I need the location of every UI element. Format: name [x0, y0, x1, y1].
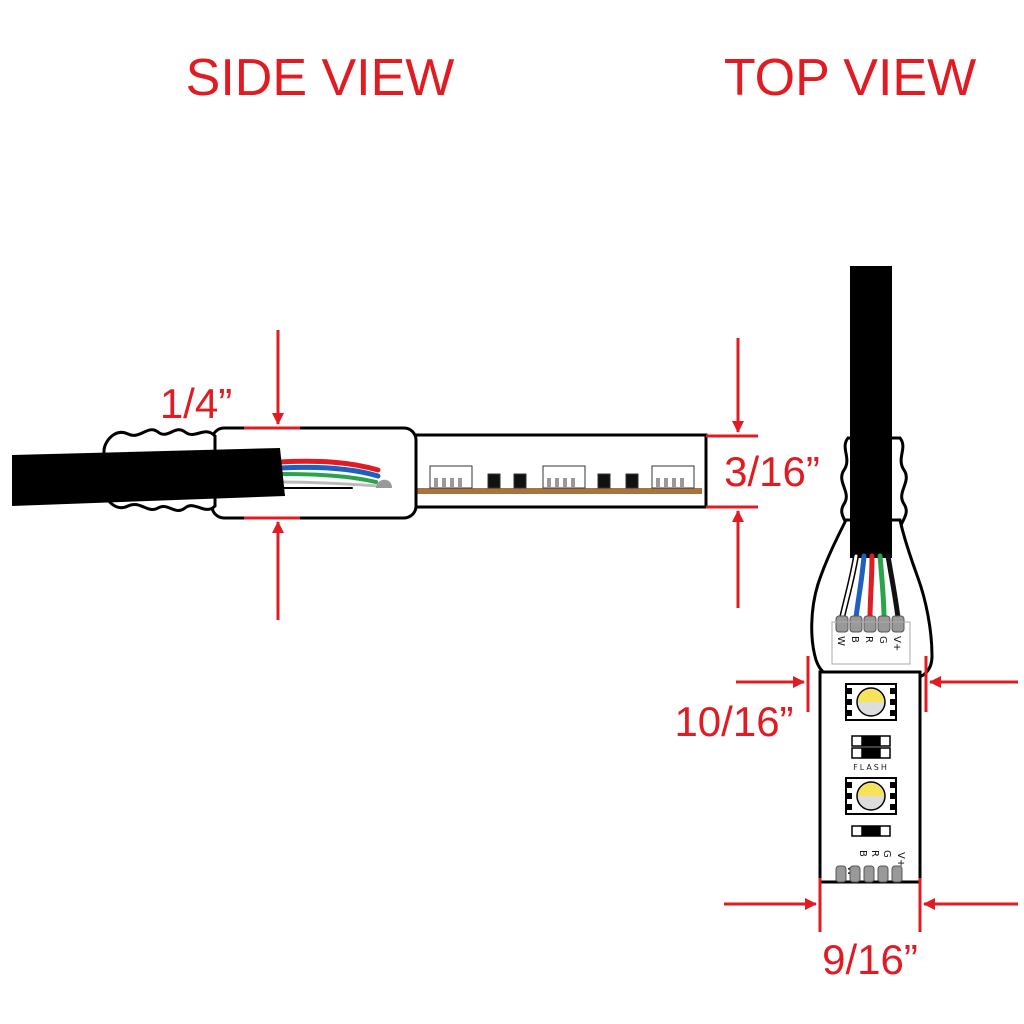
- dim-cable-height-label: 1/4”: [160, 380, 232, 427]
- pin-label-b: B: [849, 636, 860, 643]
- pin-label-w: W: [835, 636, 846, 646]
- pin-label-g-lower: G: [881, 850, 892, 858]
- top-led-1: [845, 683, 897, 721]
- side-solder: [376, 479, 392, 488]
- side-cable: [12, 448, 285, 506]
- side-wires: [277, 458, 381, 489]
- top-pcb-window: [831, 621, 911, 665]
- dim-strip-height-label: 3/16”: [724, 448, 820, 495]
- dim-strip-width-label: 9/16”: [822, 936, 918, 983]
- side-view: [12, 426, 708, 520]
- top-cable: [850, 266, 892, 558]
- top-wires: [839, 553, 901, 621]
- side-view-title: SIDE VIEW: [186, 49, 455, 107]
- top-led-2: [845, 777, 897, 815]
- top-pin-labels-upper: W B R G V+: [835, 636, 902, 651]
- dim-connector-width-label: 10/16”: [674, 698, 793, 745]
- top-view-title: TOP VIEW: [724, 49, 976, 107]
- top-pads-upper: [835, 615, 905, 633]
- dim-cable-height: [244, 330, 300, 620]
- side-pcb: [352, 488, 702, 494]
- dim-strip-height: [706, 338, 758, 608]
- top-pads-lower: [835, 865, 903, 883]
- pin-label-r: R: [863, 636, 874, 643]
- dim-strip-width: [724, 878, 1018, 932]
- pin-label-vplus-lower: V+: [895, 852, 906, 867]
- top-resistors-1: [851, 735, 891, 759]
- top-resistors-2: [851, 825, 891, 837]
- pin-label-b-lower: B: [857, 850, 868, 857]
- top-view: W B R G V+ FLASH: [810, 266, 934, 884]
- side-components: [429, 465, 695, 489]
- dim-connector-width: [736, 656, 1018, 712]
- pin-label-r-lower: R: [869, 850, 880, 857]
- pin-label-vplus: V+: [891, 636, 902, 651]
- top-brand-text: FLASH: [853, 763, 889, 772]
- pin-label-g: G: [877, 636, 888, 644]
